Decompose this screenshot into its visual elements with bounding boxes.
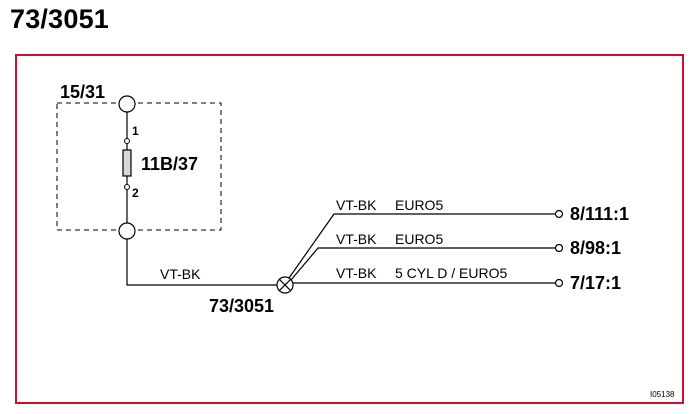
branch-note-2: EURO5 — [395, 231, 443, 247]
wire-to-splice — [126, 239, 278, 286]
branch-terminal-label-3: 7/17:1 — [570, 273, 621, 293]
branch-note-1: EURO5 — [395, 197, 443, 213]
splice-cross-b — [278, 278, 292, 292]
branch-terminal-label-1: 8/111:1 — [570, 204, 629, 224]
wire-in-label: VT-BK — [160, 266, 201, 282]
pin2-dot — [124, 184, 130, 190]
branch-wire-2 — [290, 247, 555, 281]
fuse-box-outline — [56, 102, 222, 231]
bottom-terminal-circle — [118, 222, 136, 240]
reference-code: I05138 — [650, 390, 675, 399]
pin2-label: 2 — [132, 186, 139, 200]
top-terminal-circle — [118, 95, 136, 113]
branch-color-3: VT-BK — [336, 265, 377, 281]
pin1-label: 1 — [132, 124, 139, 138]
branch-terminal-1 — [554, 209, 564, 219]
branch-terminal-2 — [554, 243, 564, 253]
branch-note-3: 5 CYL D / EURO5 — [395, 265, 508, 281]
fuse-icon — [122, 149, 132, 177]
splice-label: 73/3051 — [209, 296, 274, 316]
branch-wire-1 — [288, 213, 555, 279]
branch-color-1: VT-BK — [336, 197, 377, 213]
branch-color-2: VT-BK — [336, 231, 377, 247]
pin1-dot — [124, 138, 130, 144]
branch-terminal-3 — [554, 278, 564, 288]
diagram-frame — [15, 54, 684, 404]
branch-terminal-label-2: 8/98:1 — [570, 238, 621, 258]
fuse-box-label: 15/31 — [60, 82, 105, 102]
page-title: 73/3051 — [10, 4, 109, 34]
fuse-label: 11B/37 — [141, 154, 198, 174]
